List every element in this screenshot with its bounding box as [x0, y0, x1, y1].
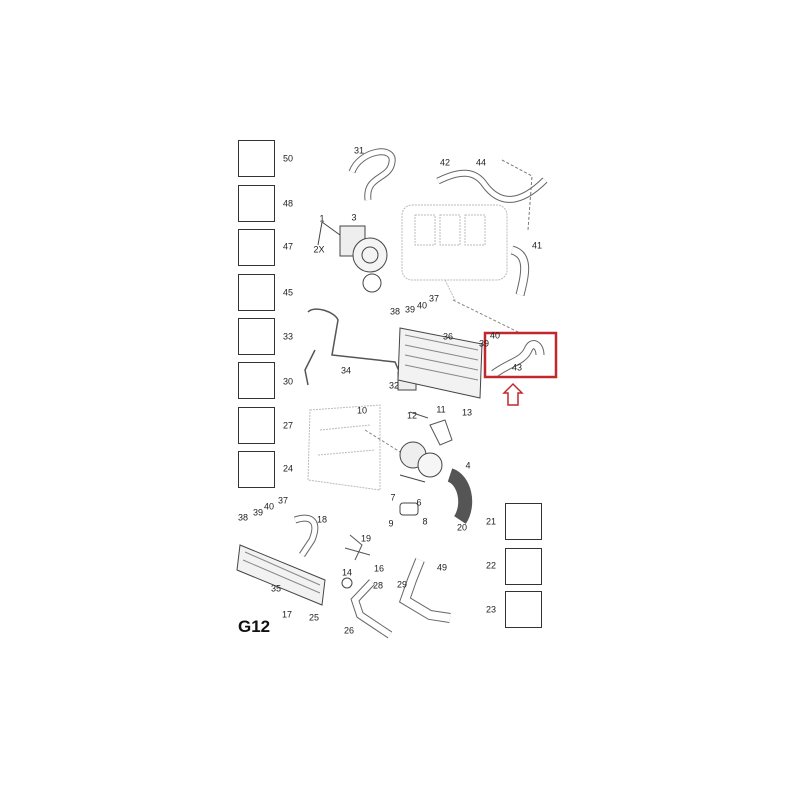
callout: 17 [281, 609, 293, 620]
part-box-23 [505, 591, 542, 628]
callout: 28 [372, 580, 384, 591]
callout: 39 [404, 304, 416, 315]
callout: 39 [252, 507, 264, 518]
label-30: 30 [282, 376, 294, 387]
callout: 49 [436, 562, 448, 573]
callout: 6 [416, 497, 422, 508]
label-47: 47 [282, 241, 294, 252]
callout: 25 [308, 612, 320, 623]
label-21: 21 [485, 516, 497, 527]
turbocharger-1 [317, 221, 388, 293]
callout: 41 [531, 240, 543, 251]
callout: 4 [465, 460, 471, 471]
diagram-title: G12 [238, 617, 271, 636]
callout: 1 [319, 213, 325, 224]
label-48: 48 [282, 198, 294, 209]
callout: 42 [439, 157, 451, 168]
callout: 39 [478, 338, 490, 349]
part-box-50 [238, 140, 275, 177]
callout: 43 [511, 362, 523, 373]
label-27: 27 [282, 420, 294, 431]
label-24: 24 [282, 463, 294, 474]
intercooler-36 [397, 327, 483, 399]
label-50: 50 [282, 153, 294, 164]
callout: 20 [456, 522, 468, 533]
label-22: 22 [485, 560, 497, 571]
callout: 40 [263, 501, 275, 512]
part-box-33 [238, 318, 275, 355]
callout: 26 [343, 625, 355, 636]
engine-block [401, 204, 508, 301]
hose-20 [446, 468, 473, 524]
callout: 14 [341, 567, 353, 578]
callout: 8 [422, 516, 428, 527]
part-box-21 [505, 503, 542, 540]
callout: 32 [388, 380, 400, 391]
callout: 29 [396, 579, 408, 590]
callout: 11 [436, 404, 446, 415]
callout: 36 [442, 331, 454, 342]
callout: 37 [277, 495, 289, 506]
part-box-48 [238, 185, 275, 222]
part-box-47 [238, 229, 275, 266]
label-33: 33 [282, 331, 294, 342]
highlight-arrow-icon [502, 382, 524, 406]
callout: 7 [390, 492, 396, 503]
label-45: 45 [282, 287, 294, 298]
callout: 40 [489, 330, 501, 341]
callout: 10 [356, 405, 368, 416]
callout: 37 [428, 293, 440, 304]
callout: 19 [360, 533, 372, 544]
callout: 34 [340, 365, 352, 376]
part-box-30 [238, 362, 275, 399]
callout: 13 [461, 407, 473, 418]
part-box-22 [505, 548, 542, 585]
pipe-34 [304, 308, 403, 386]
part-box-24 [238, 451, 275, 488]
callout: 35 [270, 583, 282, 594]
part-box-27 [238, 407, 275, 444]
callout: 38 [237, 512, 249, 523]
callout: 9 [388, 518, 394, 529]
exhaust-manifold [307, 404, 381, 491]
callout: 44 [475, 157, 487, 168]
callout: 3 [351, 212, 357, 223]
label-23: 23 [485, 604, 497, 615]
intercooler-35 [236, 544, 326, 606]
callout: 2X [313, 244, 325, 255]
turbocharger-4 [399, 441, 443, 483]
callout: 18 [316, 514, 328, 525]
callout: 12 [406, 410, 418, 421]
part-box-45 [238, 274, 275, 311]
callout: 16 [373, 563, 385, 574]
callout: 40 [416, 300, 428, 311]
callout: 38 [389, 306, 401, 317]
callout: 31 [353, 145, 365, 156]
highlight-box [483, 331, 558, 379]
